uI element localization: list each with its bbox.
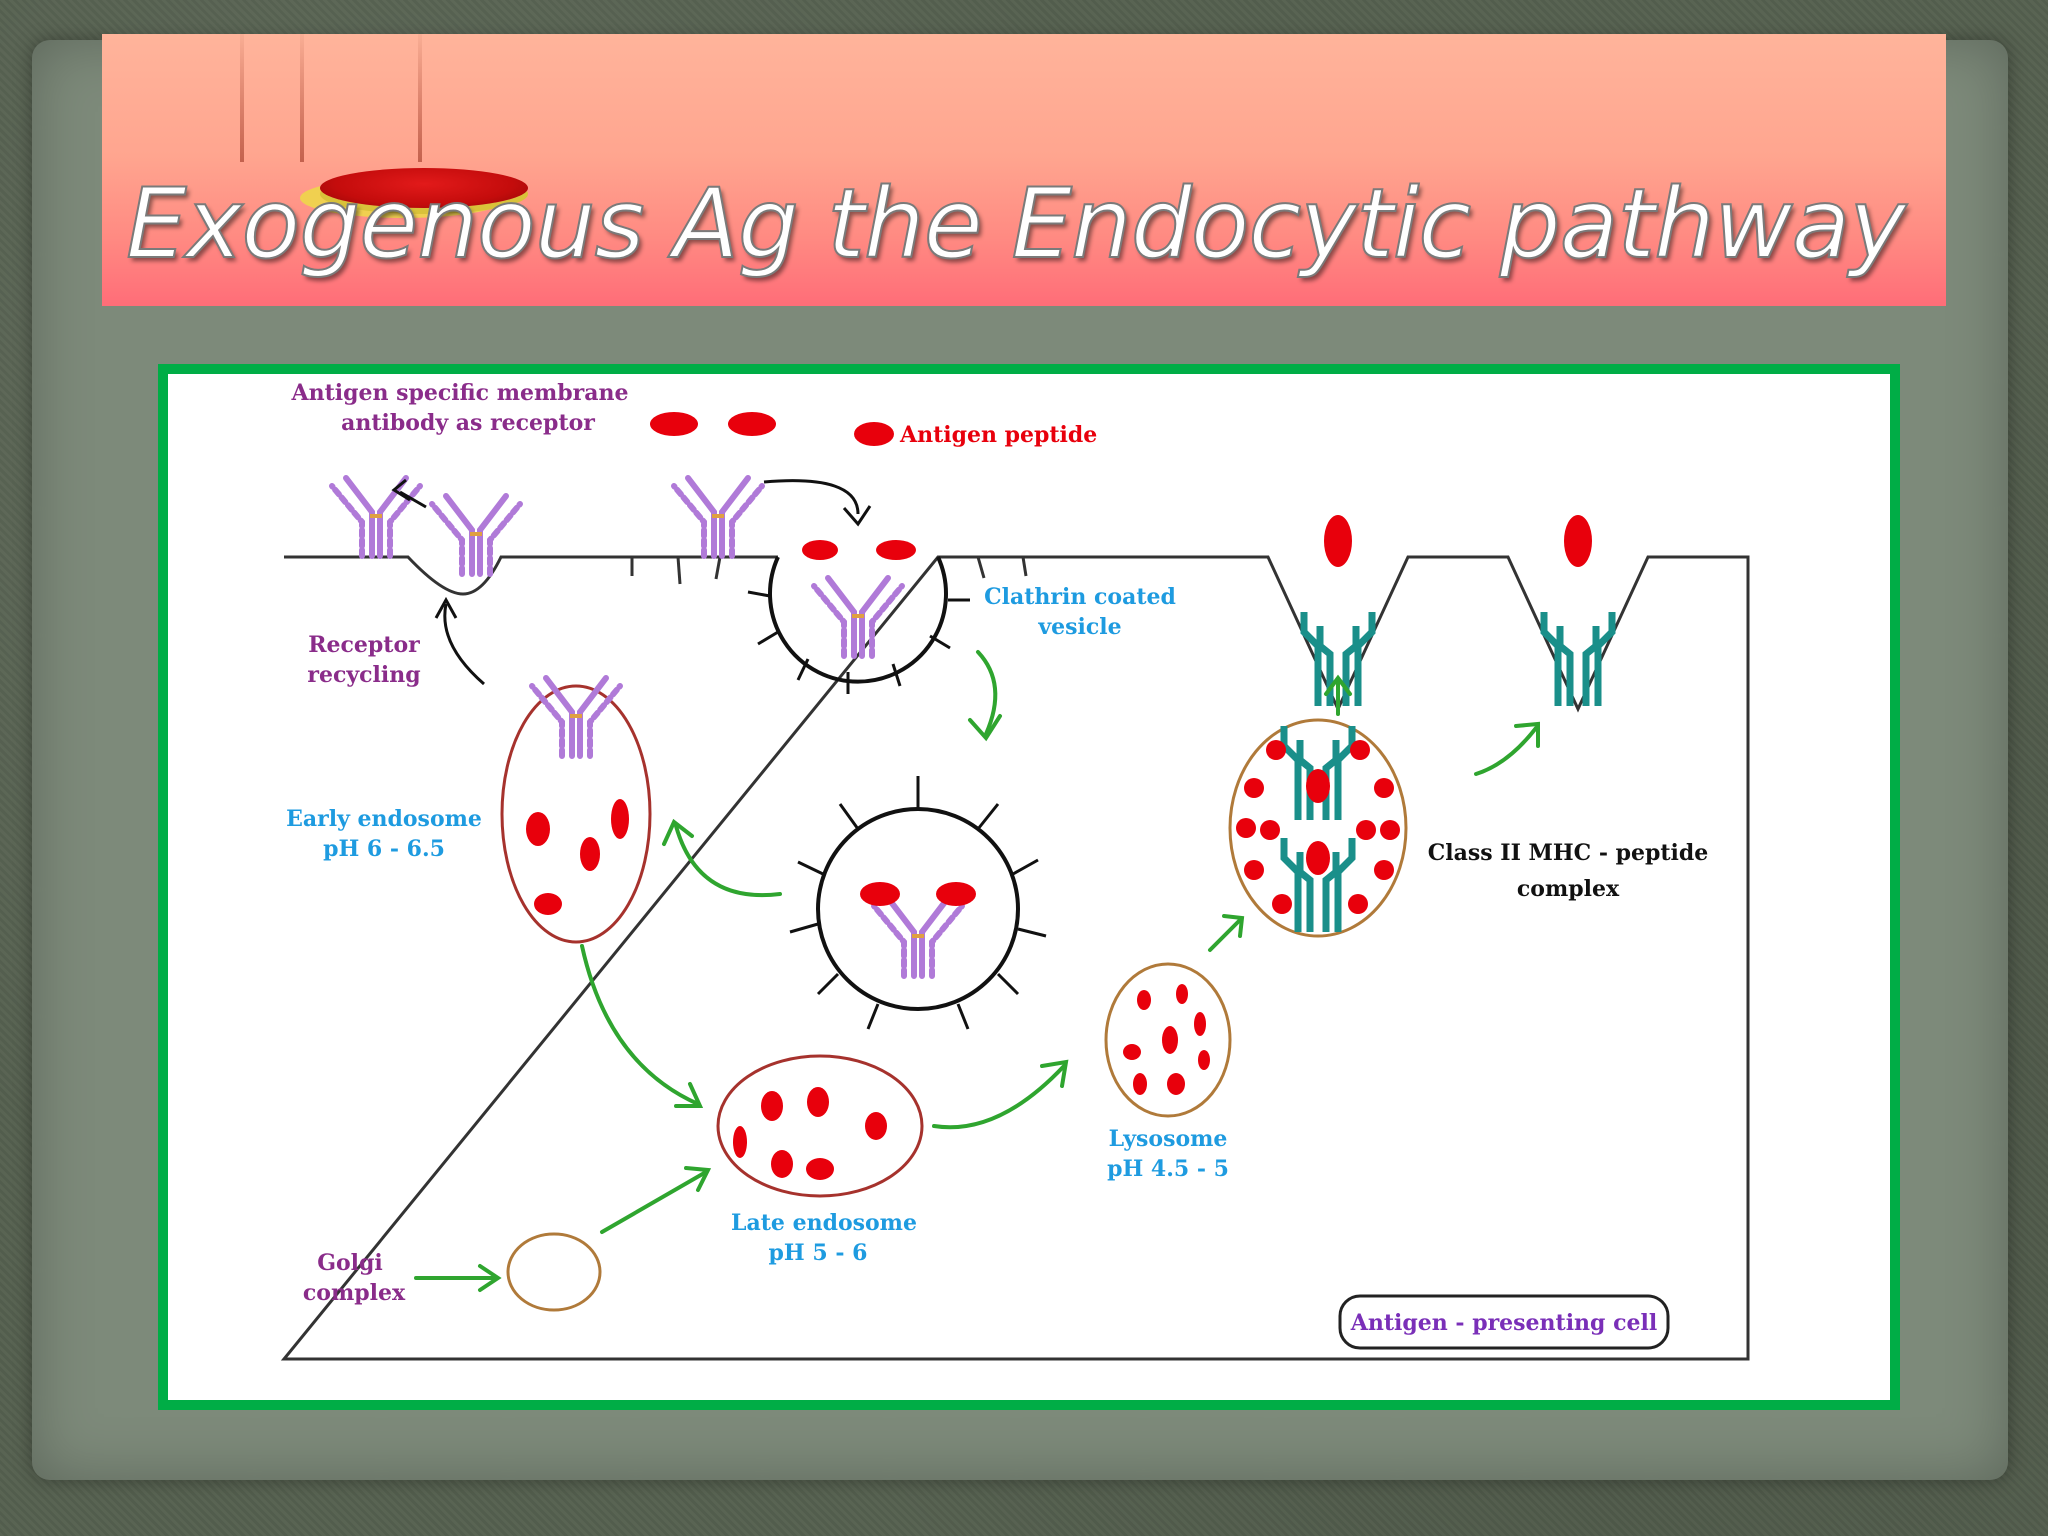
label-receptor-recycling-1: Receptor — [308, 632, 420, 658]
surface-antibody-3 — [674, 478, 762, 556]
early-endosome-antigens — [526, 799, 629, 915]
decorative-lines — [240, 34, 440, 164]
antigen-blob — [936, 882, 976, 906]
slide-title: Exogenous Ag the Endocytic pathway — [125, 167, 1907, 281]
label-golgi-2: complex — [303, 1280, 406, 1306]
antigen-blob — [650, 412, 698, 436]
mhc-loading-vesicle — [1228, 718, 1408, 938]
surface-antibody-1 — [332, 478, 420, 556]
label-clathrin-1: Clathrin coated — [984, 584, 1176, 610]
green-arrows — [414, 650, 1540, 1292]
label-apc: Antigen - presenting cell — [1350, 1310, 1657, 1336]
diagram-frame: Antigen specific membrane antibody as re… — [158, 364, 1900, 1410]
presented-antigen-2 — [1564, 515, 1592, 567]
clathrin-vesicle-large — [816, 807, 1020, 1011]
early-endosome — [500, 684, 652, 944]
late-endosome — [716, 1054, 924, 1198]
label-antigen-receptor-1: Antigen specific membrane — [291, 380, 629, 406]
large-vesicle-antibody — [874, 898, 962, 976]
cell-membrane-outline — [280, 555, 1750, 1361]
antigen-peptide-legend-blob — [854, 422, 894, 446]
clathrin-coated-vesicle — [768, 556, 948, 684]
antigen-blob — [802, 540, 838, 560]
decorative-red-disc — [320, 168, 528, 208]
apc-label-box — [1338, 1294, 1670, 1350]
early-endosome-antibody — [532, 678, 620, 756]
label-lysosome-1: Lysosome — [1109, 1126, 1228, 1152]
large-vesicle-spikes — [789, 776, 1047, 1030]
black-arrows — [391, 478, 872, 686]
label-late-endosome-1: Late endosome — [731, 1210, 917, 1236]
label-early-endosome-2: pH 6 - 6.5 — [323, 836, 445, 862]
label-golgi-1: Golgi — [317, 1250, 383, 1276]
label-antigen-peptide: Antigen peptide — [899, 422, 1097, 448]
label-class2-mhc-2: complex — [1517, 876, 1620, 902]
late-endosome-antigens — [733, 1087, 887, 1180]
membrane-spikes — [630, 556, 1028, 585]
label-lysosome-2: pH 4.5 - 5 — [1107, 1156, 1229, 1182]
antigen-blob — [728, 412, 776, 436]
surface-antibody-2 — [432, 496, 520, 574]
label-class2-mhc-1: Class II MHC - peptide — [1428, 840, 1709, 866]
label-antigen-receptor-2: antibody as receptor — [341, 410, 595, 436]
clathrin-spikes — [747, 590, 970, 694]
label-late-endosome-2: pH 5 - 6 — [769, 1240, 868, 1266]
label-receptor-recycling-2: recycling — [307, 662, 420, 688]
label-clathrin-2: vesicle — [1037, 614, 1121, 640]
antigen-blob — [860, 882, 900, 906]
golgi-vesicle — [506, 1232, 602, 1312]
mhc-vesicle-antigens — [1236, 740, 1400, 914]
presented-antigen-1 — [1324, 515, 1352, 567]
antigen-blob — [876, 540, 916, 560]
lysosome — [1104, 962, 1232, 1118]
label-early-endosome-1: Early endosome — [286, 806, 482, 832]
lysosome-antigens — [1123, 984, 1210, 1095]
endocytic-pathway-diagram: Antigen specific membrane antibody as re… — [280, 380, 1750, 1361]
